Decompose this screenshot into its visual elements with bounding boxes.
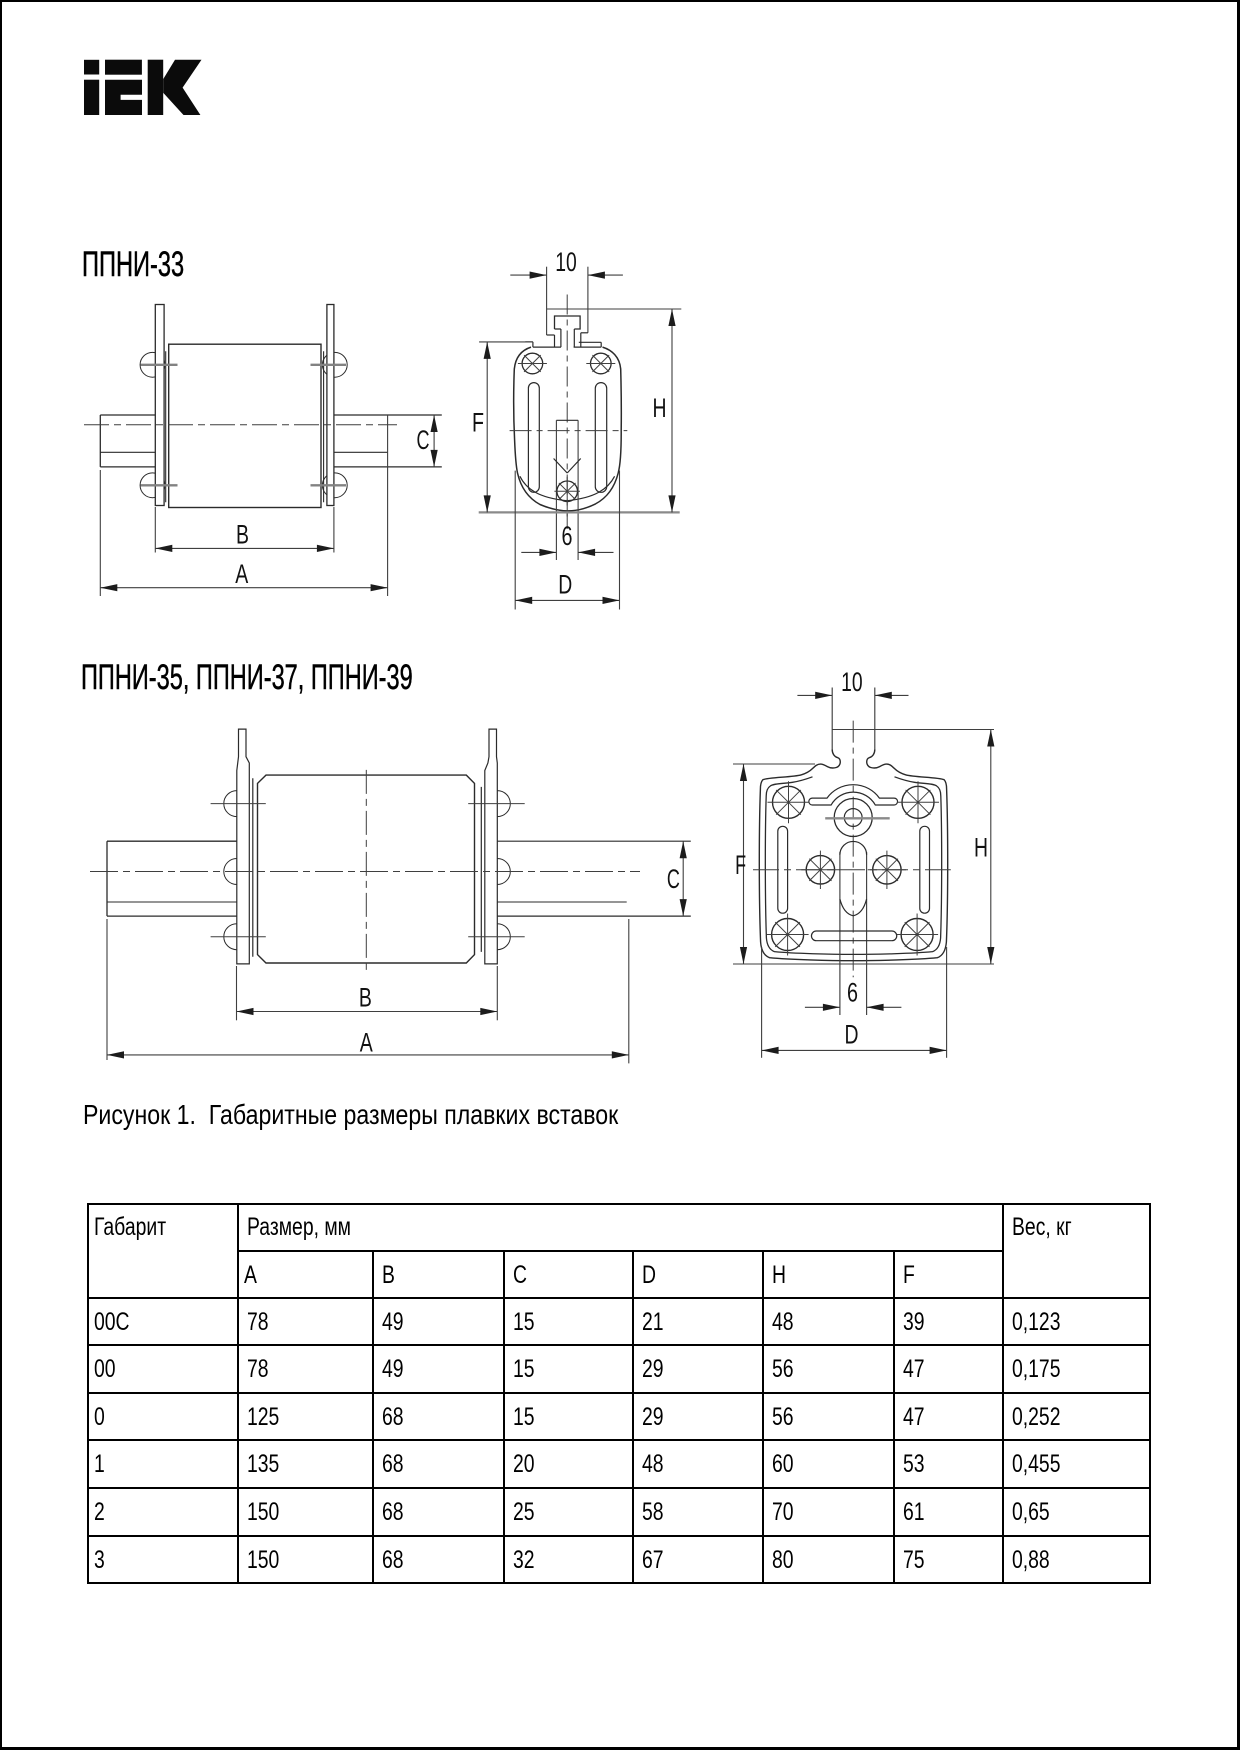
svg-text:6: 6 [847, 978, 858, 1008]
svg-text:H: H [653, 393, 667, 423]
svg-text:B: B [236, 520, 249, 550]
svg-text:F: F [735, 850, 746, 880]
svg-text:10: 10 [555, 247, 577, 277]
svg-text:B: B [359, 983, 372, 1013]
svg-text:C: C [417, 425, 430, 455]
svg-text:D: D [558, 570, 572, 600]
svg-text:H: H [974, 832, 988, 862]
svg-text:A: A [360, 1028, 373, 1058]
svg-text:A: A [235, 559, 248, 589]
svg-text:C: C [667, 864, 680, 894]
svg-text:6: 6 [562, 521, 573, 551]
svg-text:F: F [472, 407, 484, 437]
svg-text:10: 10 [841, 667, 863, 697]
svg-text:D: D [845, 1020, 859, 1050]
